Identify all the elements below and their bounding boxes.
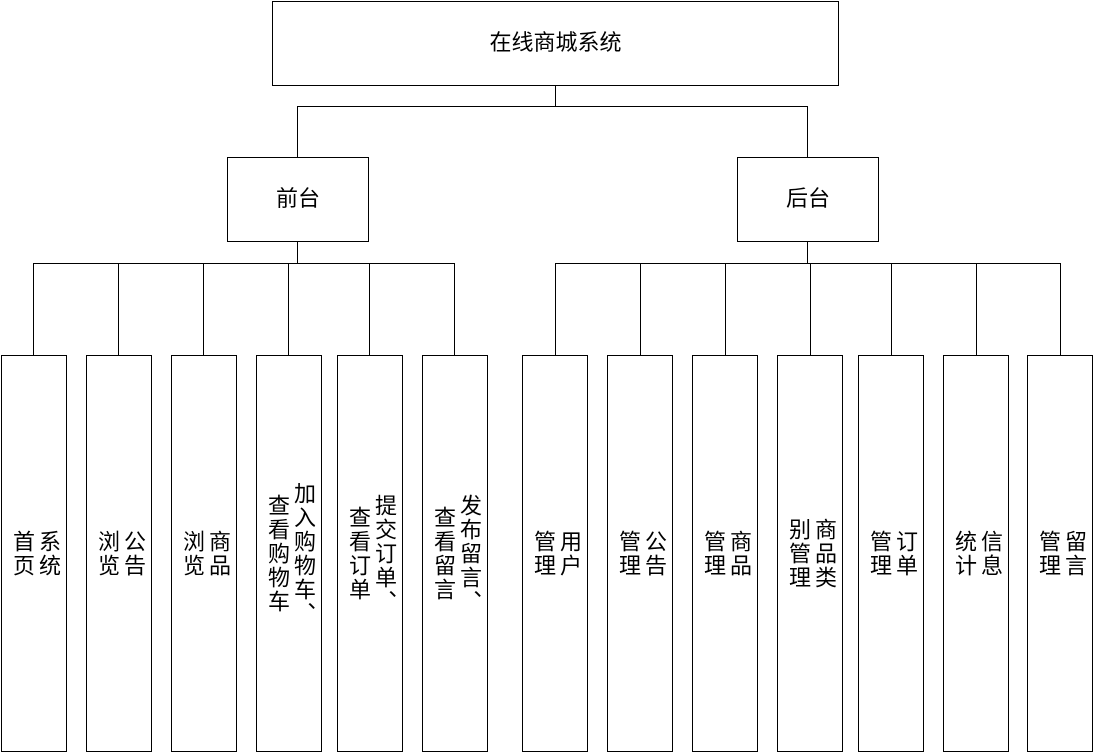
leaf-text-line: 浏览 (94, 529, 119, 578)
leaf-text-line: 管理 (866, 529, 891, 578)
leaf-text-line: 商品类 (811, 517, 836, 590)
leaf-text-line: 提交订单、 (371, 493, 396, 614)
back-leaf-product-management: 商品 管理 (692, 355, 758, 752)
front-leaf-product-browse: 商品 浏览 (171, 355, 237, 752)
leaf-text-line: 公告 (120, 529, 145, 578)
leaf-text-line: 订单 (892, 529, 917, 578)
leaf-text-line: 留言 (1061, 529, 1086, 578)
back-leaf-notice-management: 公告 管理 (607, 355, 673, 752)
front-leaf-orders: 提交订单、 查看订单 (337, 355, 403, 752)
front-leaf-messages: 发布留言、 查看留言 (422, 355, 488, 752)
front-label: 前台 (275, 186, 320, 212)
back-leaf-user-management: 用户 管理 (522, 355, 588, 752)
back-leaf-category-management: 商品类 别管理 (777, 355, 843, 752)
back-label: 后台 (785, 186, 830, 212)
back-leaf-message-management: 留言 管理 (1027, 355, 1093, 752)
leaf-text-line: 别管理 (785, 517, 810, 590)
leaf-text-line: 商品 (726, 529, 751, 578)
back-leaf-statistics: 信息 统计 (943, 355, 1009, 752)
leaf-text-line: 公告 (641, 529, 666, 578)
back-node: 后台 (737, 157, 879, 242)
root-label: 在线商城系统 (489, 30, 622, 56)
leaf-text-line: 浏览 (179, 529, 204, 578)
back-leaf-order-management: 订单 管理 (858, 355, 924, 752)
leaf-text-line: 系统 (35, 529, 60, 578)
front-node: 前台 (227, 157, 369, 242)
leaf-text-line: 用户 (556, 529, 581, 578)
leaf-text-line: 信息 (977, 529, 1002, 578)
leaf-text-line: 查看购物车 (264, 493, 289, 614)
leaf-text-line: 加入购物车、 (290, 481, 315, 626)
leaf-text-line: 管理 (615, 529, 640, 578)
leaf-text-line: 查看订单 (345, 505, 370, 602)
leaf-text-line: 商品 (205, 529, 230, 578)
front-leaf-notice-browse: 公告 浏览 (86, 355, 152, 752)
front-leaf-shopping-cart: 加入购物车、 查看购物车 (256, 355, 322, 752)
root-node: 在线商城系统 (272, 1, 839, 86)
leaf-text-line: 查看留言 (430, 505, 455, 602)
front-leaf-system-home: 系统 首页 (1, 355, 67, 752)
leaf-text-line: 管理 (700, 529, 725, 578)
leaf-text-line: 统计 (951, 529, 976, 578)
leaf-text-line: 发布留言、 (456, 493, 481, 614)
leaf-text-line: 首页 (9, 529, 34, 578)
leaf-text-line: 管理 (530, 529, 555, 578)
leaf-text-line: 管理 (1035, 529, 1060, 578)
